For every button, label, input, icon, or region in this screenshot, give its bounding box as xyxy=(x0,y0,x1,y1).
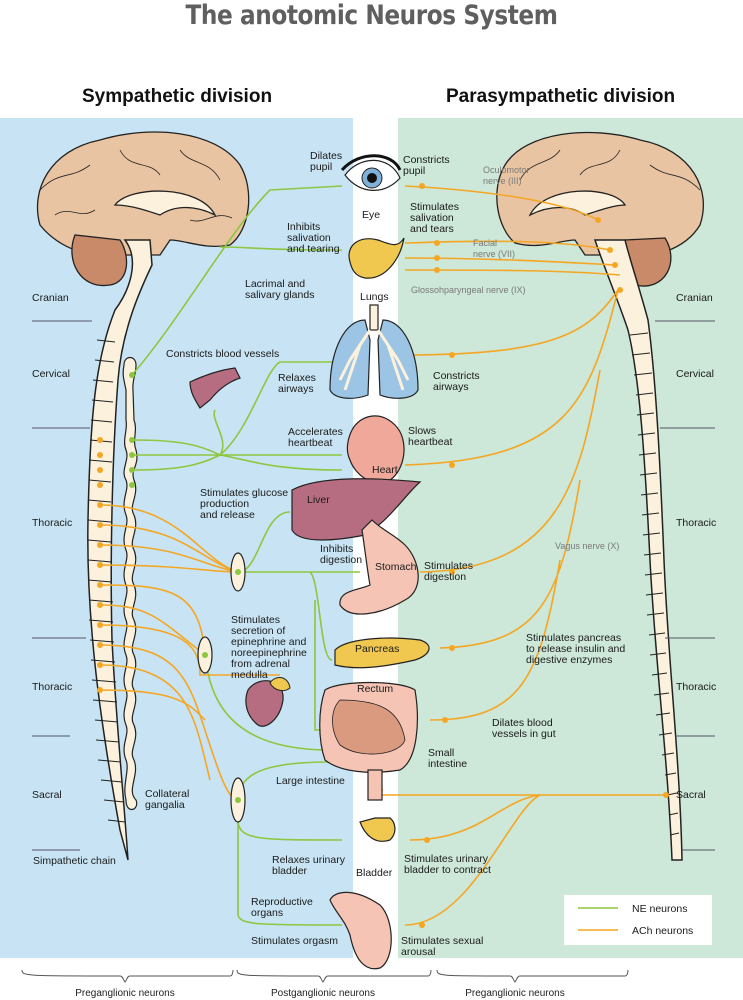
symp-effect-vessels: Constricts blood vessels xyxy=(166,348,279,360)
right-region-label: Thoracic xyxy=(676,517,716,529)
ach-path-lower xyxy=(99,689,206,721)
ach-pathways xyxy=(99,185,666,926)
ach-path-adrenal xyxy=(99,624,280,676)
right-vertebra-lines xyxy=(629,332,680,836)
organ-label-lungs: Lungs xyxy=(360,291,389,303)
brace-label-preganglionic-left: Preganglionic neurons xyxy=(75,988,175,999)
eye-organ xyxy=(340,154,402,191)
ach-path-pelvic xyxy=(404,794,541,926)
stomach-organ xyxy=(339,519,419,615)
ach-synapse-dots xyxy=(97,183,669,928)
symp-effect-orgasm: Stimulates orgasm xyxy=(251,935,338,947)
left-region-dividers xyxy=(32,320,92,851)
lungs-organ xyxy=(329,304,419,399)
brace-postganglionic xyxy=(236,969,432,983)
parasympathetic-division-heading: Parasympathetic division xyxy=(446,86,676,107)
legend-ach-label: ACh neurons xyxy=(632,925,693,937)
ne-path-pancreas xyxy=(309,571,333,661)
sympathetic-division-heading: Sympathetic division xyxy=(82,86,273,107)
left-region-label: Cranian xyxy=(32,292,69,304)
organ-label-eye: Eye xyxy=(362,209,380,221)
ne-synapse-dots xyxy=(129,372,241,803)
kidney-organ xyxy=(245,680,284,727)
label-sympathetic-chain: Simpathetic chain xyxy=(33,855,116,867)
brace-label-postganglionic: Postganglionic neurons xyxy=(271,988,375,999)
bladder-organ xyxy=(359,817,396,842)
left-region-label: Thoracic xyxy=(32,681,72,693)
organ-label-stomach: Stomach xyxy=(375,561,417,573)
brace-preganglionic-left xyxy=(21,969,234,983)
right-region-dividers xyxy=(655,320,715,851)
blood-vessel-organ xyxy=(189,367,241,409)
organ-label-pancreas: Pancreas xyxy=(355,643,399,655)
rectum-organ xyxy=(367,769,383,801)
ach-path-vagus xyxy=(404,289,619,721)
left-brain xyxy=(36,131,250,287)
ach-path-oculomotor xyxy=(404,185,599,221)
right-region-label: Thoracic xyxy=(676,681,716,693)
liver-organ xyxy=(291,478,422,541)
ne-path-lungs xyxy=(219,361,342,456)
ach-path-celiac xyxy=(99,504,239,573)
left-region-label: Sacral xyxy=(32,789,62,801)
organ-label-large-intestine: Large intestine xyxy=(276,775,345,787)
organ-label-liver: Liver xyxy=(307,494,330,506)
left-region-label: Thoracic xyxy=(32,517,72,529)
brace-label-preganglionic-right: Preganglionic neurons xyxy=(465,988,565,999)
sympathetic-panel xyxy=(0,118,353,958)
legend-ne-label: NE neurons xyxy=(632,903,687,915)
brace-preganglionic-right xyxy=(436,969,629,983)
right-spinal-cord xyxy=(593,239,683,861)
ach-path-adrenal-gang xyxy=(99,584,206,656)
ne-path-heart xyxy=(133,454,343,471)
nerve-label-vagus: Vagus nerve (X) xyxy=(555,541,619,551)
left-region-label: Cervical xyxy=(32,368,70,380)
right-region-label: Sacral xyxy=(676,789,706,801)
right-region-label: Cervical xyxy=(676,368,714,380)
legend-box xyxy=(564,895,712,945)
lacrimal-gland-organ xyxy=(348,237,405,279)
ne-path-eye xyxy=(131,185,343,376)
right-region-label: Cranian xyxy=(676,292,713,304)
pancreas-organ xyxy=(334,637,430,669)
organ-label-bladder: Bladder xyxy=(356,867,393,879)
left-spinal-cord xyxy=(87,239,153,861)
ach-path-inferior xyxy=(99,644,239,801)
organ-label-heart: Heart xyxy=(372,464,398,476)
reproductive-organ xyxy=(329,891,392,970)
ne-path-glands xyxy=(219,246,343,251)
organ-label-rectum: Rectum xyxy=(357,683,393,695)
braces xyxy=(21,969,629,983)
page-title: The anotomic Neuros System xyxy=(185,0,558,31)
nerve-label-glosso: Glossohparyngeal nerve (IX) xyxy=(411,285,526,295)
adrenal-gland xyxy=(269,677,291,692)
ne-path-reproductive xyxy=(237,822,343,926)
